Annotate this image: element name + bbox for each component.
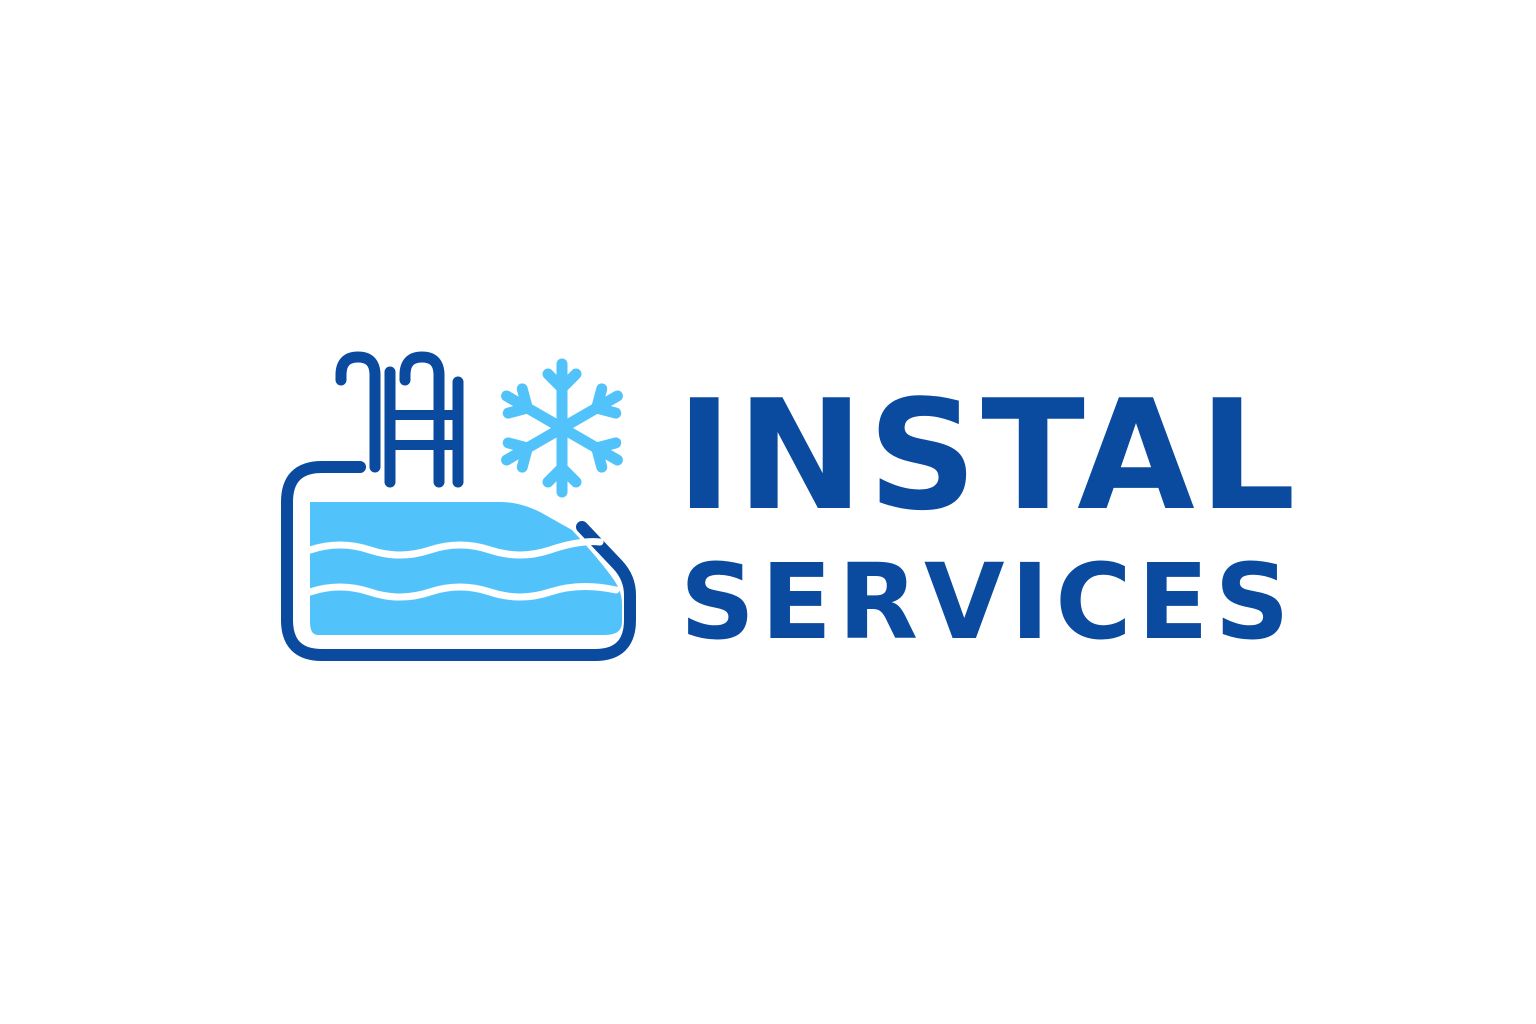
- ladder-left-rail: [335, 351, 381, 473]
- pool-with-ladder-icon: [281, 351, 636, 661]
- pool-outline: [281, 461, 636, 661]
- pool-water: [310, 502, 622, 635]
- wave-1: [306, 538, 604, 559]
- brand-name: INSTAL: [676, 367, 1300, 544]
- wave-2: [306, 582, 620, 601]
- brand-tagline: SERVICES: [680, 541, 1296, 663]
- ladder-right-rail: [399, 351, 445, 488]
- snowflake-icon: [501, 358, 623, 498]
- brand-wordmark: INSTAL SERVICES: [676, 380, 1300, 663]
